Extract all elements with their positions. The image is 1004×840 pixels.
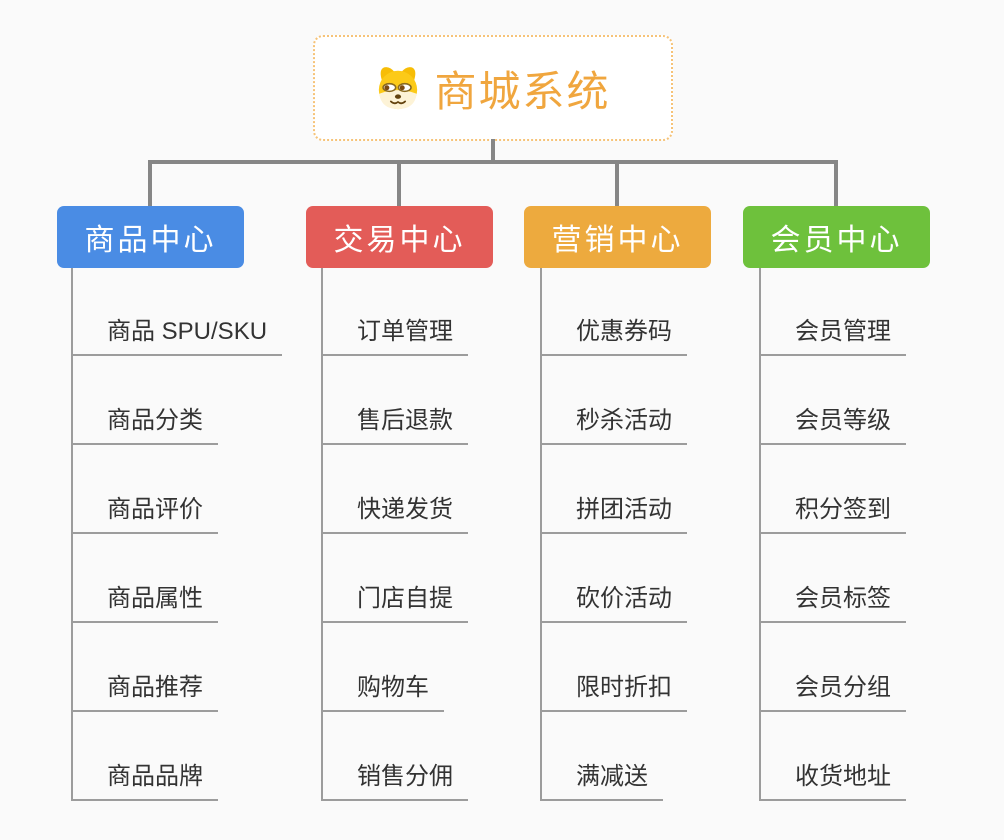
branch-marketing-center[interactable]: 营销中心 — [524, 206, 711, 268]
child-topic[interactable]: 商品分类 — [71, 406, 218, 445]
child-topic[interactable]: 商品属性 — [71, 584, 218, 623]
child-topic[interactable]: 商品品牌 — [71, 762, 218, 801]
doge-face-icon — [375, 65, 421, 111]
connector-line-drop — [397, 162, 401, 207]
root-topic[interactable]: 商城系统 — [313, 35, 673, 141]
child-topic[interactable]: 门店自提 — [321, 584, 468, 623]
branch-children-member: 会员管理 会员等级 积分签到 会员标签 会员分组 收货地址 — [759, 268, 999, 801]
child-topic[interactable]: 会员标签 — [759, 584, 906, 623]
child-topic[interactable]: 限时折扣 — [540, 673, 687, 712]
branch-label: 营销中心 — [551, 224, 684, 257]
connector-line-drop — [834, 162, 838, 207]
child-topic[interactable]: 收货地址 — [759, 762, 906, 801]
child-topic[interactable]: 商品 SPU/SKU — [71, 317, 283, 356]
branch-label: 商品中心 — [84, 224, 217, 257]
child-topic[interactable]: 优惠券码 — [540, 317, 687, 356]
branch-product-center[interactable]: 商品中心 — [57, 206, 244, 268]
child-topic[interactable]: 销售分佣 — [321, 762, 468, 801]
branch-label: 交易中心 — [333, 224, 466, 257]
branch-trade-center[interactable]: 交易中心 — [306, 206, 493, 268]
child-topic[interactable]: 快递发货 — [321, 495, 468, 534]
child-topic[interactable]: 会员管理 — [759, 317, 906, 356]
child-topic[interactable]: 会员分组 — [759, 673, 906, 712]
branch-member-center[interactable]: 会员中心 — [743, 206, 930, 268]
child-topic[interactable]: 购物车 — [321, 673, 444, 712]
child-topic[interactable]: 会员等级 — [759, 406, 906, 445]
connector-line-horizontal — [148, 160, 838, 164]
child-topic[interactable]: 售后退款 — [321, 406, 468, 445]
child-topic[interactable]: 商品推荐 — [71, 673, 218, 712]
root-topic-title: 商城系统 — [434, 67, 611, 115]
branch-label: 会员中心 — [770, 224, 903, 257]
child-topic[interactable]: 积分签到 — [759, 495, 906, 534]
branch-children-product: 商品 SPU/SKU 商品分类 商品评价 商品属性 商品推荐 商品品牌 — [71, 268, 311, 801]
branch-children-trade: 订单管理 售后退款 快递发货 门店自提 购物车 销售分佣 — [321, 268, 561, 801]
child-topic[interactable]: 商品评价 — [71, 495, 218, 534]
connector-line-root-stem — [491, 139, 495, 162]
child-topic[interactable]: 满减送 — [540, 762, 663, 801]
connector-line-drop — [615, 162, 619, 207]
child-topic[interactable]: 砍价活动 — [540, 584, 687, 623]
connector-line-drop — [148, 162, 152, 207]
child-topic[interactable]: 拼团活动 — [540, 495, 687, 534]
child-topic[interactable]: 订单管理 — [321, 317, 468, 356]
branch-children-marketing: 优惠券码 秒杀活动 拼团活动 砍价活动 限时折扣 满减送 — [540, 268, 780, 801]
child-topic[interactable]: 秒杀活动 — [540, 406, 687, 445]
